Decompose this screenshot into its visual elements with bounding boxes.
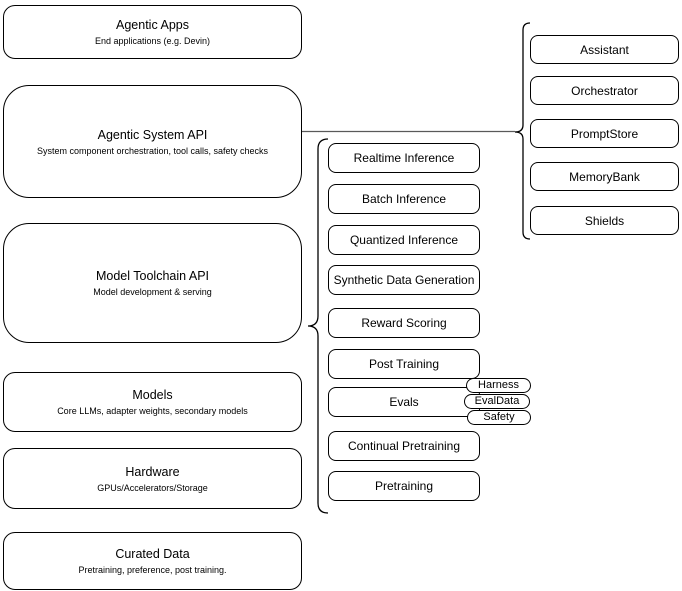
node-title: Curated Data (115, 547, 190, 561)
eval-tag-harness: Harness (466, 378, 531, 393)
node-orchestrator: Orchestrator (530, 76, 679, 105)
node-agentic-system-api: Agentic System API System component orch… (3, 85, 302, 198)
node-subtitle: GPUs/Accelerators/Storage (97, 482, 208, 493)
node-subtitle: End applications (e.g. Devin) (94, 36, 211, 46)
node-title: Models (132, 388, 173, 402)
node-title: Hardware (125, 464, 180, 479)
node-models: Models Core LLMs, adapter weights, secon… (3, 372, 302, 432)
node-subtitle: Model development & serving (93, 287, 212, 297)
node-reward-scoring: Reward Scoring (328, 308, 480, 338)
node-subtitle: Core LLMs, adapter weights, secondary mo… (57, 406, 248, 416)
node-shields: Shields (530, 206, 679, 235)
node-post-training: Post Training (328, 349, 480, 379)
node-subtitle: Pretraining, preference, post training. (78, 565, 227, 575)
node-quantized-inference: Quantized Inference (328, 225, 480, 255)
eval-tag-safety: Safety (467, 410, 531, 425)
node-promptstore: PromptStore (530, 119, 679, 148)
node-subtitle: System component orchestration, tool cal… (36, 145, 269, 156)
node-title: Model Toolchain API (95, 269, 210, 283)
node-curated-data: Curated Data Pretraining, preference, po… (3, 532, 302, 590)
node-realtime-inference: Realtime Inference (328, 143, 480, 173)
eval-tag-evaldata: EvalData (464, 394, 530, 409)
node-title: Agentic System API (97, 127, 208, 142)
node-continual-pretraining: Continual Pretraining (328, 431, 480, 461)
node-memorybank: MemoryBank (530, 162, 679, 191)
node-agentic-apps: Agentic Apps End applications (e.g. Devi… (3, 5, 302, 59)
node-synthetic-data-generation: Synthetic Data Generation (328, 265, 480, 295)
node-batch-inference: Batch Inference (328, 184, 480, 214)
node-hardware: Hardware GPUs/Accelerators/Storage (3, 448, 302, 509)
node-model-toolchain-api: Model Toolchain API Model development & … (3, 223, 302, 343)
node-title: Agentic Apps (116, 18, 189, 32)
node-evals: Evals (328, 387, 480, 417)
components-brace (514, 22, 531, 240)
node-assistant: Assistant (530, 35, 679, 64)
node-pretraining: Pretraining (328, 471, 480, 501)
toolchain-brace (307, 138, 329, 514)
